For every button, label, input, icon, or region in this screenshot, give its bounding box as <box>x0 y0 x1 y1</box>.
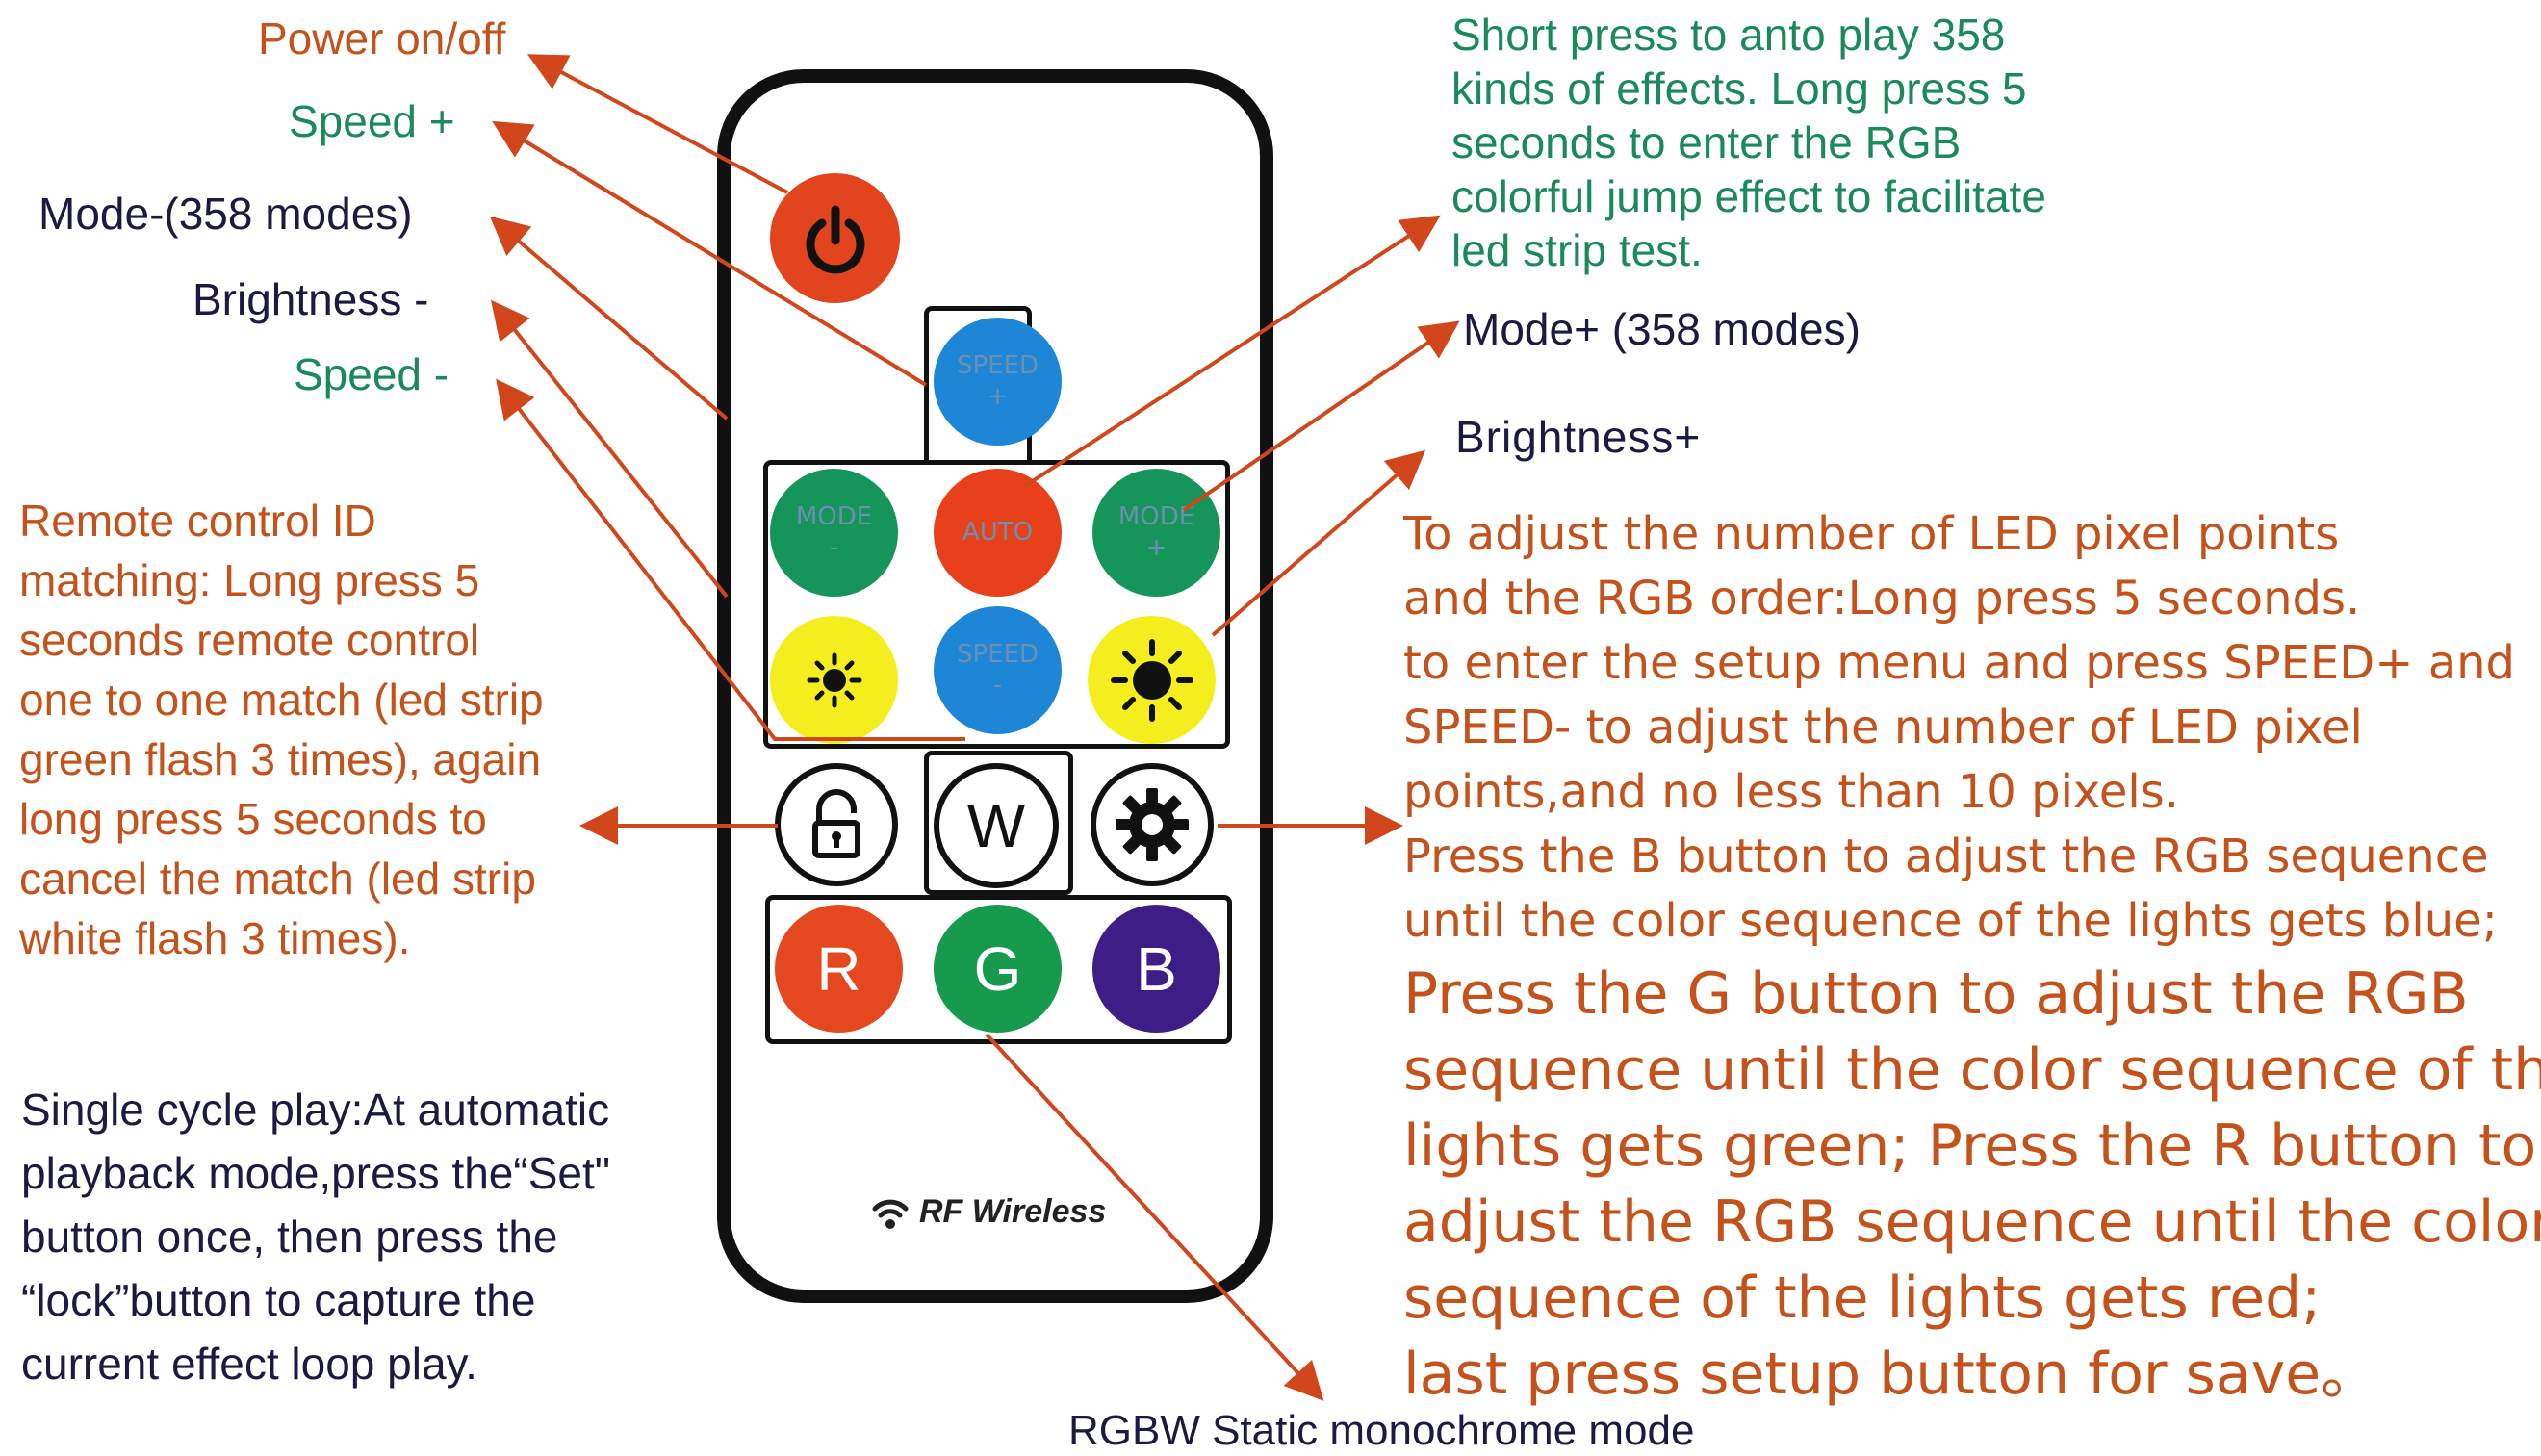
brightness-minus-button[interactable] <box>770 616 898 744</box>
remote-id-line: white flash 3 times). <box>19 913 411 963</box>
label-rgbw: RGBW Static monochrome mode <box>1068 1407 1695 1454</box>
speed-minus-sign: - <box>992 670 1003 700</box>
speed-plus-button[interactable]: SPEED + <box>934 318 1062 446</box>
label-mode-minus: Mode-(358 modes) <box>38 189 413 239</box>
sun-large-icon <box>1110 638 1194 722</box>
mode-minus-label: MODE <box>795 502 873 532</box>
rf-wireless-label: RF Wireless <box>919 1193 1107 1230</box>
label-brightness-minus: Brightness - <box>192 274 429 324</box>
auto-description: Short press to anto play 358 kinds of ef… <box>1451 8 2046 277</box>
remote-id-line: cancel the match (led strip <box>19 854 536 904</box>
sun-small-icon <box>807 652 861 707</box>
arrow-mode-minus <box>489 216 729 421</box>
remote-id-line: green flash 3 times), again <box>19 734 542 784</box>
remote-id-description: Remote control ID matching: Long press 5… <box>19 491 544 968</box>
wifi-icon <box>872 1199 909 1230</box>
setup-desc-large-line: sequence until the color sequence of the <box>1403 1036 2541 1104</box>
w-button[interactable]: W <box>934 763 1059 888</box>
speed-minus-button[interactable]: SPEED - <box>934 606 1062 734</box>
g-button[interactable]: G <box>934 905 1062 1033</box>
remote-id-line: one to one match (led strip <box>19 675 544 725</box>
single-cycle-line: “lock”button to capture the <box>21 1275 536 1325</box>
gear-icon <box>1116 788 1189 861</box>
arrow-brightness-minus <box>491 299 729 599</box>
setup-desc-large-line: Press the G button to adjust the RGB <box>1403 960 2469 1028</box>
speed-minus-label: SPEED <box>956 640 1040 670</box>
remote-id-line: long press 5 seconds to <box>19 794 487 844</box>
unlock-icon <box>812 789 860 858</box>
setup-description-large: Press the G button to adjust the RGB seq… <box>1403 957 2541 1413</box>
setup-desc-line: until the color sequence of the lights g… <box>1403 894 2498 948</box>
setup-desc-large-line: sequence of the lights gets red; <box>1403 1264 2322 1332</box>
single-cycle-line: button once, then press the <box>21 1212 558 1262</box>
g-label: G <box>973 933 1022 1004</box>
mode-minus-sign: - <box>829 532 839 562</box>
label-speed-plus: Speed + <box>289 96 455 146</box>
remote-id-line: Remote control ID <box>19 496 376 546</box>
auto-desc-line: Short press to anto play 358 <box>1451 10 2006 60</box>
arrow-speed-minus <box>496 378 965 741</box>
w-label: W <box>966 791 1026 860</box>
rf-wireless-brand: RF Wireless <box>871 1193 1106 1231</box>
single-cycle-description: Single cycle play:At automatic playback … <box>21 1078 610 1395</box>
setup-desc-line: points,and no less than 10 pixels. <box>1403 765 2179 819</box>
arrow-brightness-plus <box>1211 449 1426 637</box>
setup-description-small: To adjust the number of LED pixel points… <box>1403 502 2515 954</box>
b-label: B <box>1136 933 1177 1004</box>
auto-desc-line: led strip test. <box>1451 225 1703 275</box>
r-button[interactable]: R <box>775 905 903 1033</box>
setup-desc-line: Press the B button to adjust the RGB seq… <box>1403 830 2489 883</box>
power-icon <box>806 205 864 273</box>
power-button[interactable] <box>770 173 900 303</box>
auto-desc-line: colorful jump effect to facilitate <box>1451 171 2046 221</box>
mode-plus-label: MODE <box>1117 502 1195 532</box>
setup-desc-large-line: adjust the RGB sequence until the color <box>1403 1188 2541 1256</box>
remote-id-line: seconds remote control <box>19 615 480 665</box>
auto-desc-line: seconds to enter the RGB <box>1451 117 1962 167</box>
setup-desc-line: and the RGB order:Long press 5 seconds. <box>1403 572 2361 626</box>
mode-plus-sign: + <box>1145 532 1168 562</box>
remote-id-line: matching: Long press 5 <box>19 555 480 605</box>
arrow-mode-plus <box>1182 320 1460 512</box>
brightness-plus-button[interactable] <box>1088 616 1216 744</box>
arrow-speed-plus <box>492 120 928 387</box>
r-label: R <box>816 933 861 1004</box>
arrow-g <box>985 1033 1324 1401</box>
auto-desc-line: kinds of effects. Long press 5 <box>1451 64 2027 114</box>
arrow-power <box>526 54 788 194</box>
setup-desc-line: To adjust the number of LED pixel points <box>1403 507 2340 561</box>
setup-desc-large-line: lights gets green; Press the R button to <box>1403 1112 2537 1180</box>
speed-plus-label: SPEED <box>956 351 1040 381</box>
setup-button[interactable] <box>1091 763 1214 886</box>
arrow-auto <box>1023 215 1441 488</box>
single-cycle-line: Single cycle play:At automatic <box>21 1085 610 1135</box>
b-button[interactable]: B <box>1092 905 1220 1033</box>
label-speed-minus: Speed - <box>294 349 449 399</box>
single-cycle-line: playback mode,press the“Set" <box>21 1148 611 1198</box>
label-power: Power on/off <box>258 13 506 64</box>
label-mode-plus: Mode+ (358 modes) <box>1463 304 1861 354</box>
speed-plus-sign: + <box>987 381 1009 411</box>
setup-desc-large-line: last press setup button for save。 <box>1403 1341 2379 1408</box>
mode-plus-button[interactable]: MODE + <box>1092 469 1220 597</box>
mode-minus-button[interactable]: MODE - <box>770 469 898 597</box>
auto-button[interactable]: AUTO <box>934 469 1062 597</box>
setup-desc-line: to enter the setup menu and press SPEED+… <box>1403 636 2515 690</box>
single-cycle-line: current effect loop play. <box>21 1339 477 1389</box>
auto-label: AUTO <box>962 517 1034 547</box>
setup-desc-line: SPEED- to adjust the number of LED pixel <box>1403 701 2363 754</box>
label-brightness-plus: Brightness+ <box>1455 412 1702 462</box>
